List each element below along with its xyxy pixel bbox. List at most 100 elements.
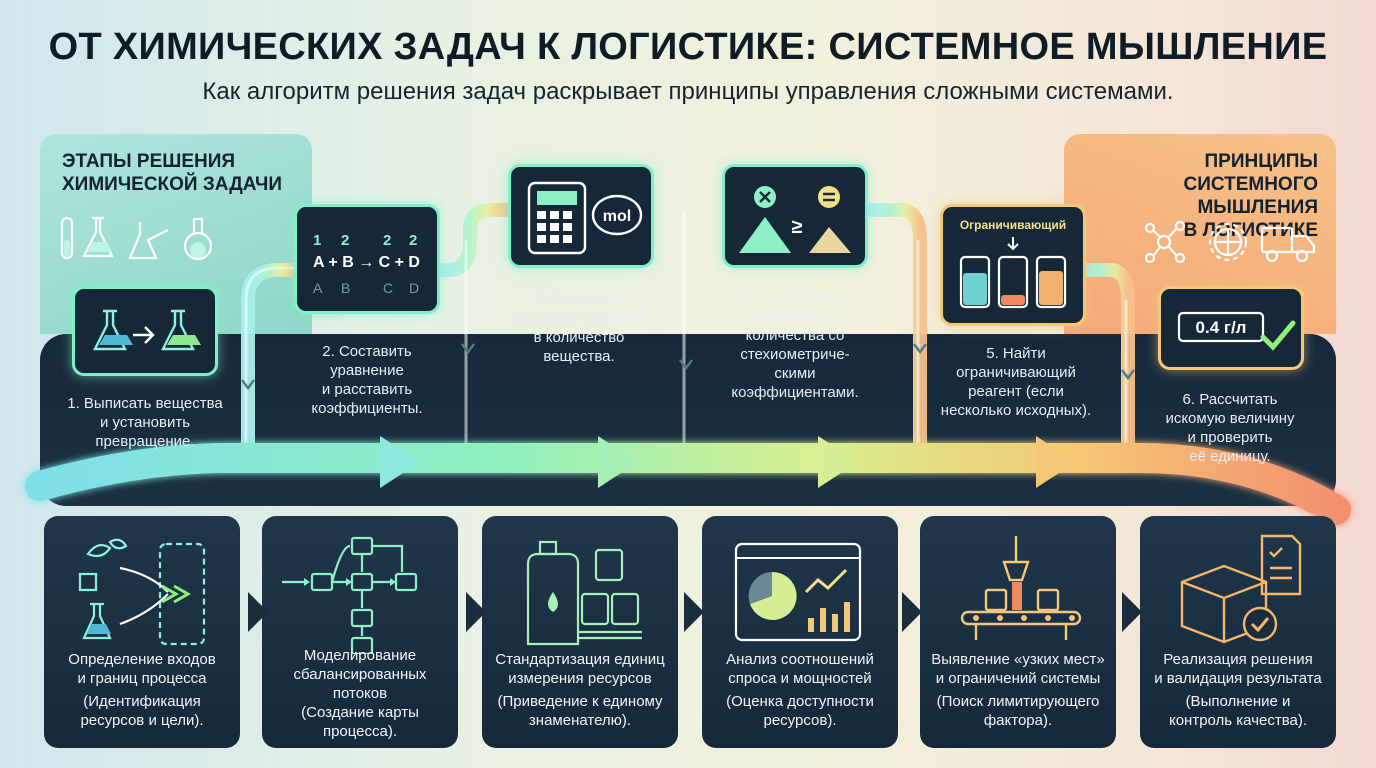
step-text-line: ограничивающий — [956, 364, 1076, 381]
robot-arm-icon — [1002, 536, 1030, 582]
step-text-line: и установить — [99, 414, 191, 431]
delivery-validation-icon — [1180, 534, 1302, 644]
step-text-line: и расставить — [321, 381, 413, 398]
flask-icon — [82, 602, 112, 640]
coef-b: 2 — [341, 232, 349, 249]
step-text-line: и проверить — [1187, 429, 1273, 446]
principle-text-line: ресурсов и цели). — [80, 712, 204, 729]
retort-icon — [128, 222, 169, 260]
principle-card-5: Выявление «узких мест» и ограничений сис… — [920, 516, 1116, 748]
step-text-line: стехиометриче- — [740, 346, 850, 363]
principle-text-line: и ограничений системы — [935, 670, 1101, 687]
flask-reaction-icon — [93, 309, 201, 351]
principle-text-line: Выявление «узких мест» — [931, 651, 1105, 668]
check-icon — [1260, 320, 1296, 351]
step-text-line: искомую величину — [1165, 410, 1295, 427]
principle-text-line: (Оценка доступности — [726, 693, 874, 710]
step-5-text: 5. Найти ограничивающий реагент (если не… — [926, 344, 1106, 420]
delivery-truck-icon — [1260, 226, 1316, 263]
equation-main: A + B → C + D — [313, 254, 420, 271]
principle-card-6: Реализация решения и валидация результат… — [1140, 516, 1336, 748]
chevron-right-icon — [902, 592, 922, 632]
calculator-mol-icon: mol — [527, 181, 643, 255]
principle-text-line: Анализ соотношений — [726, 651, 874, 668]
boundary-box — [158, 542, 206, 646]
principle-text-line: фактора). — [983, 712, 1053, 729]
letter-c: C — [383, 280, 393, 296]
principle-card-1: Определение входов и границ процесса (Ид… — [44, 516, 240, 748]
principle-text-line: (Выполнение и — [1185, 693, 1291, 710]
step-1-text: 1. Выписать вещества и установить превра… — [50, 394, 240, 451]
principle-text-line: Стандартизация единиц — [495, 651, 665, 668]
step-text-line: её единицу. — [1189, 448, 1271, 465]
chemistry-panel-title: ЭТАПЫ РЕШЕНИЯ ХИМИЧЕСКОЙ ЗАДАЧИ — [62, 150, 282, 196]
letter-d: D — [409, 280, 419, 296]
process-map-icon — [282, 536, 418, 654]
limiting-reagent-icon: Ограничивающий — [960, 218, 1066, 309]
principle-text-line: измерения ресурсов — [508, 670, 652, 687]
chevron-right-icon — [466, 592, 486, 632]
check-icon — [1250, 617, 1270, 633]
step-text-line: в количество — [533, 329, 625, 346]
step-2-icon-card: 1 2 2 2 A + B → C + D A B C D — [294, 204, 440, 314]
step-5-icon-card: Ограничивающий — [940, 204, 1086, 326]
globe-gear-icon — [1208, 222, 1248, 262]
result-value: 0.4 г/л — [1196, 318, 1247, 337]
step-text-line: 1. Выписать вещества — [67, 395, 223, 412]
bottleneck-conveyor-icon — [960, 536, 1082, 640]
limiting-label: Ограничивающий — [960, 218, 1066, 232]
principle-text-line: сбалансированных — [293, 666, 427, 683]
logistics-panel-title: ПРИНЦИПЫ СИСТЕМНОГО МЫШЛЕНИЯ В ЛОГИСТИКЕ — [1064, 150, 1318, 242]
step-text-line: 6. Рассчитать — [1182, 391, 1278, 408]
step-3-icon-card: mol — [508, 164, 654, 268]
step-1-icon-card — [72, 286, 218, 376]
chemistry-title-line: ЭТАПЫ РЕШЕНИЯ — [62, 151, 236, 172]
step-2-text: 2. Составить уравнение и расставить коэф… — [274, 342, 460, 418]
step-text-line: коэффициенты. — [311, 400, 423, 417]
conveyor-icon — [960, 610, 1082, 626]
step-text-line: скими — [774, 365, 816, 382]
step-4-icon-card: ≥ — [722, 164, 868, 268]
coef-d: 2 — [409, 232, 417, 249]
principle-card-3: Стандартизация единиц измерения ресурсов… — [482, 516, 678, 748]
principle-text-line: Определение входов — [68, 651, 216, 668]
principle-text-line: знаменателю). — [528, 712, 632, 729]
logistics-title-line: СИСТЕМНОГО МЫШЛЕНИЯ — [1183, 174, 1318, 218]
coef-a: 1 — [313, 232, 321, 249]
step-text-line: превращение. — [95, 433, 195, 450]
step-text-line: исходные сведения — [510, 310, 648, 327]
step-text-line: 4. Сопоставить — [742, 289, 848, 306]
step-text-line: 3. Перевести — [533, 291, 625, 308]
page-subtitle: Как алгоритм решения задач раскрывает пр… — [202, 78, 1174, 105]
network-icon — [1144, 220, 1186, 264]
principle-text-line: и границ процесса — [77, 670, 207, 687]
equation-icon: 1 2 2 2 A + B → C + D A B C D — [313, 232, 420, 296]
chevron-right-icon — [684, 592, 704, 632]
flow-arrowheads — [380, 436, 1076, 488]
compare-piles-icon: ≥ — [739, 186, 851, 253]
logistics-icons — [1144, 220, 1316, 264]
step-text-line: количества со — [745, 327, 845, 344]
result-check-icon: 0.4 г/л — [1177, 311, 1296, 351]
step-text-line: вещества. — [543, 348, 615, 365]
lab-glassware-icons — [60, 216, 213, 261]
coef-c: 2 — [383, 232, 391, 249]
pipe-down-arrows — [241, 343, 1135, 391]
principle-text-line: (Приведение к единому — [497, 693, 663, 710]
principle-text-line: Моделирование — [303, 647, 417, 664]
inputs-boundary-icon — [78, 538, 206, 646]
principle-text-line: (Поиск лимитирующего — [936, 693, 1100, 710]
flask-icon — [82, 216, 114, 258]
step-3-text: 3. Перевести исходные сведения в количес… — [486, 290, 672, 366]
step-text-line: рассчитанные — [745, 308, 845, 325]
letter-a: A — [313, 280, 323, 296]
checklist-icon — [1260, 534, 1302, 596]
step-text-line: реагент (если — [968, 383, 1064, 400]
chemistry-title-line: ХИМИЧЕСКОЙ ЗАДАЧИ — [62, 174, 283, 195]
page-title: ОТ ХИМИЧЕСКИХ ЗАДАЧ К ЛОГИСТИКЕ: СИСТЕМН… — [48, 26, 1328, 68]
mol-label: mol — [603, 208, 631, 225]
principle-text-line: Реализация решения — [1163, 651, 1313, 668]
step-text-line: несколько исходных). — [940, 402, 1092, 419]
unit-containers-icon — [526, 540, 642, 646]
